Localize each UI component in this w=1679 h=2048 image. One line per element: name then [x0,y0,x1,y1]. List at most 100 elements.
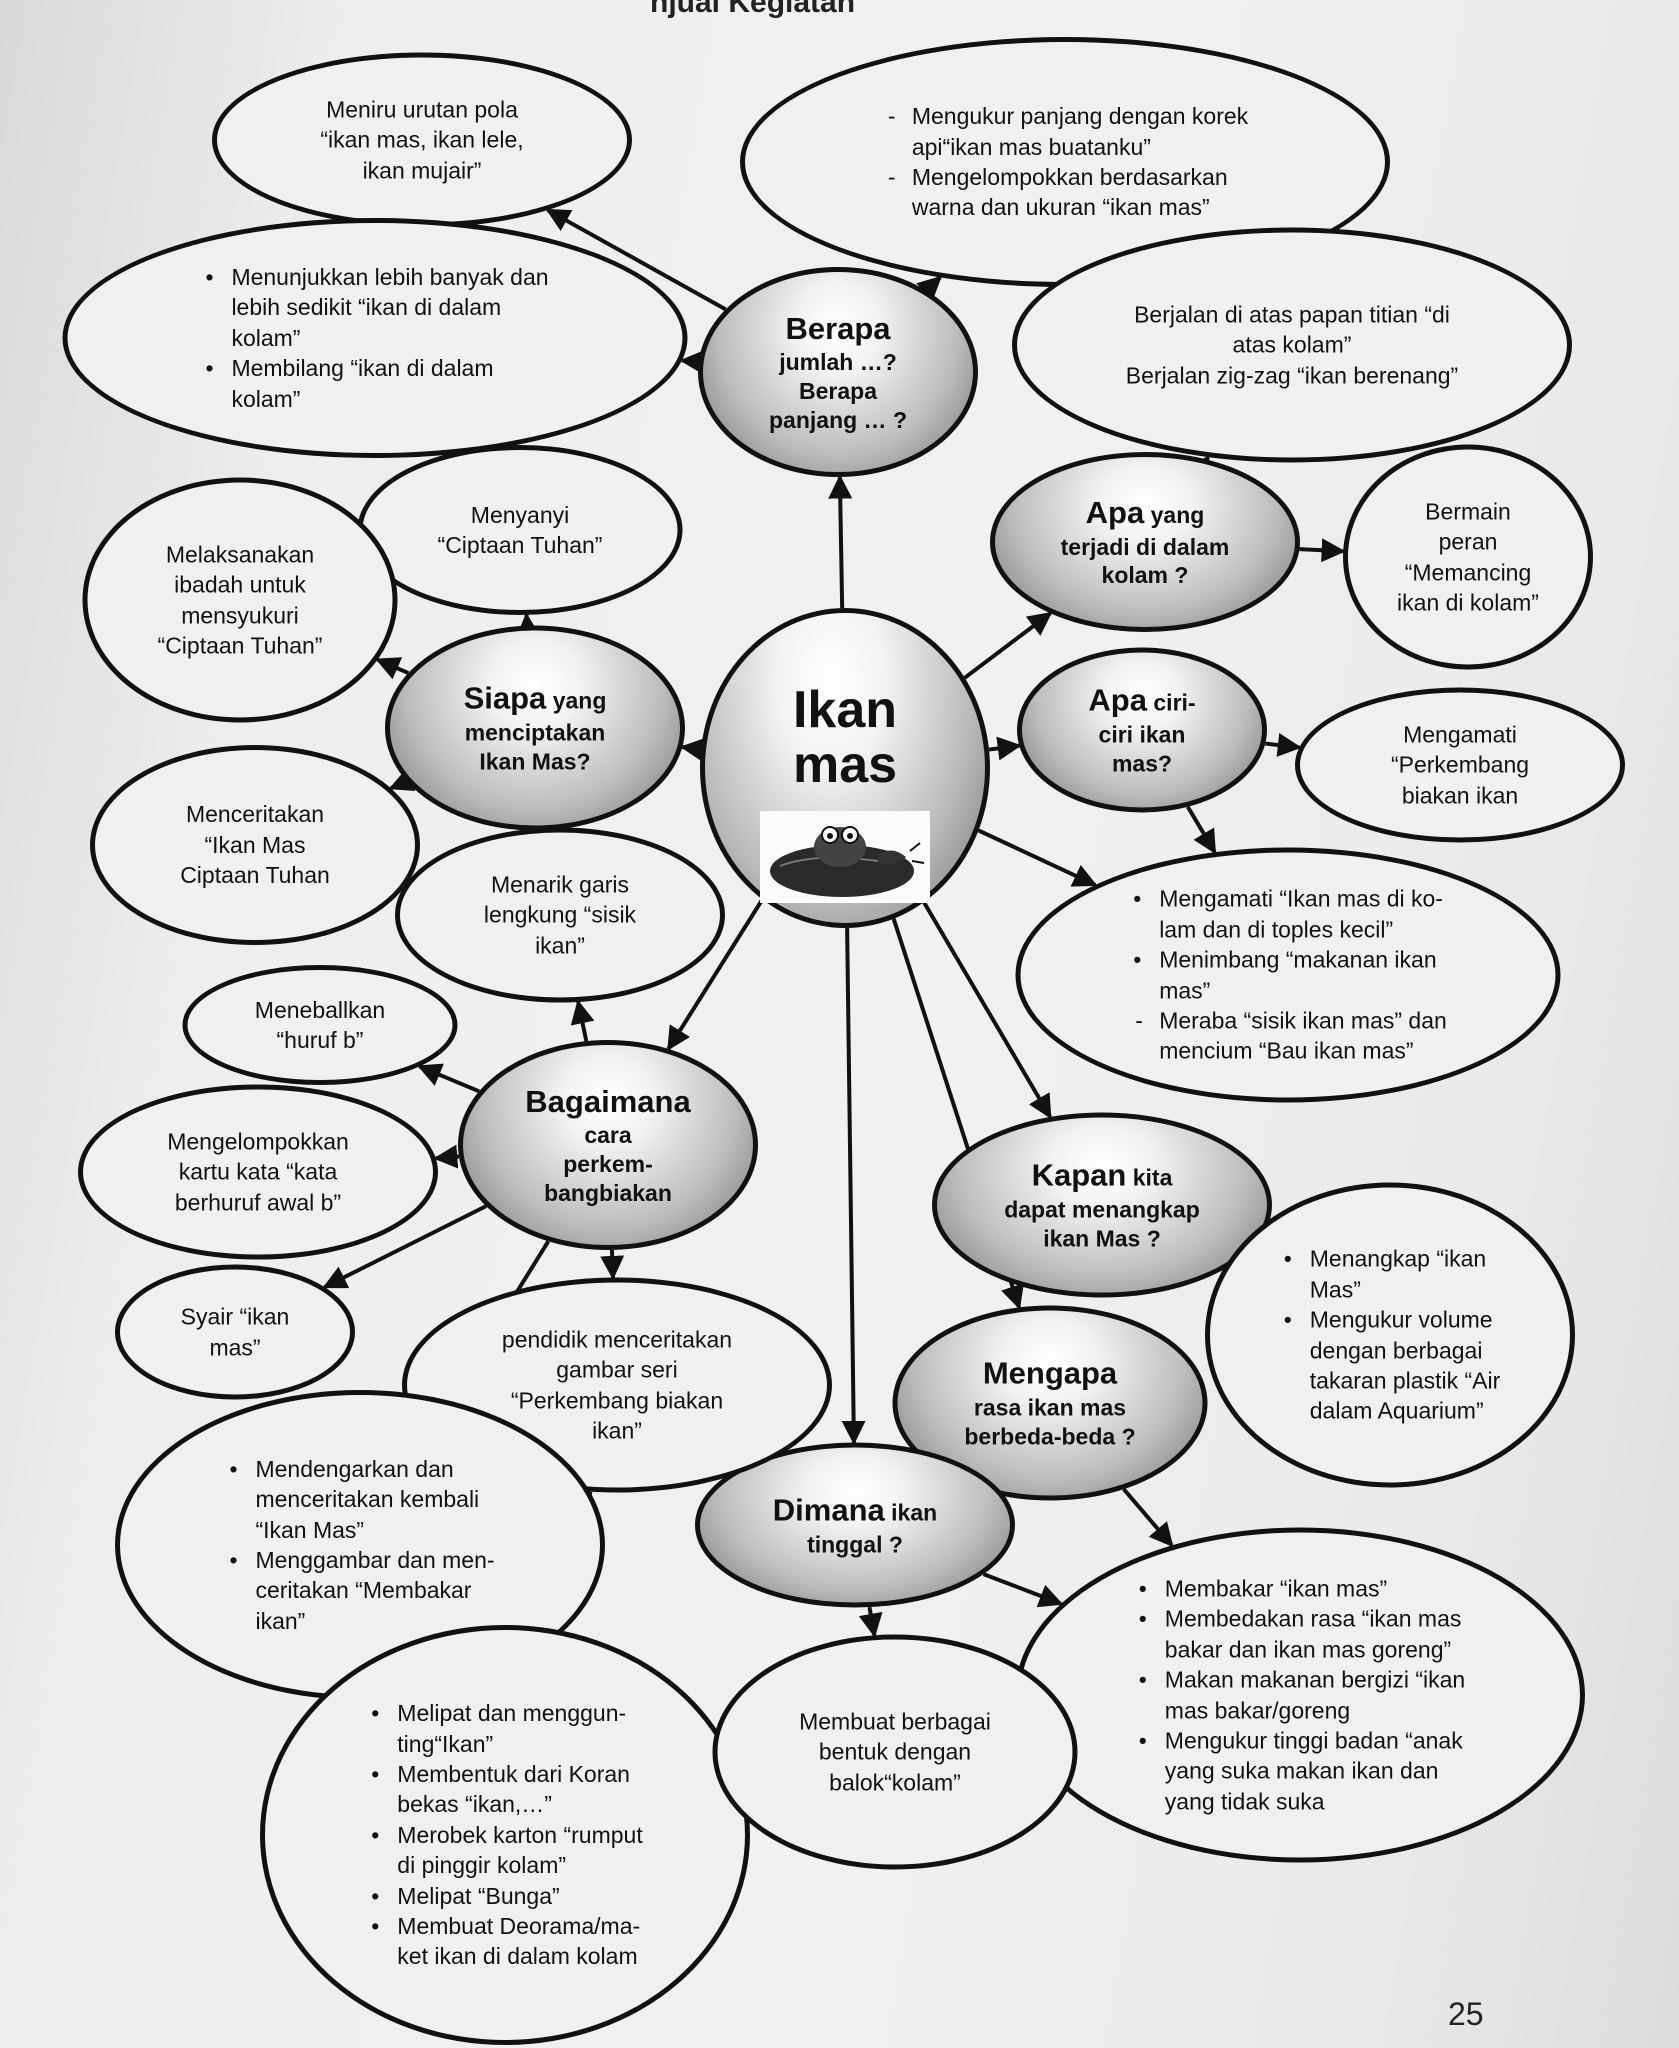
node-text-line: kolam ? [1101,562,1189,589]
node-text-line: ciri ikan [1098,721,1186,748]
node-text-line: dengan berbagai [1309,1337,1483,1363]
node-text-line: kolam” [231,385,301,412]
arrow-berapa-to-meniru [545,208,727,312]
node-text-line: atas kolam” [1232,331,1352,358]
node-text-line: ibadah untuk [174,571,306,598]
arrow-mengapa-to-membakar [1122,1487,1174,1548]
arrow-berapa-to-menunjukkan [679,350,705,375]
question-heading: Mengapa [964,1355,1135,1394]
activity-text: Meniru urutan pola“ikan mas, ikan lele,i… [320,94,523,185]
node-text-line: berhuruf awal b” [174,1189,342,1216]
node-text-line: Melipat “Bunga” [367,1881,642,1912]
node-text-line: ikan mujair” [362,157,482,184]
node-text-line: Membilang “ikan di dalam [201,353,548,384]
node-text-line: yang tidak suka [1164,1788,1325,1815]
node-text-line: Ciptaan Tuhan [180,862,330,889]
node-text-line: Berjalan di atas papan titian “di [1134,301,1450,328]
node-text-line: cara [584,1122,632,1149]
node-text-line: bentuk dengan [818,1738,972,1765]
node-text-line: Membedakan rasa “ikan mas [1135,1604,1465,1635]
node-text-line: takaran plastik “Air [1309,1367,1501,1394]
node-text-line: Membentuk dari Koran [367,1759,642,1790]
node-text-line: rasa ikan mas [973,1394,1127,1421]
node-text-line: pendidik menceritakan [501,1326,733,1353]
node-text-line: mas bakar/goreng [1164,1697,1351,1723]
node-text-line: ikan Mas ? [1043,1225,1161,1252]
arrow-siapa-to-menceritakan-ciptaan [388,768,416,791]
question-heading: Berapa [769,310,907,349]
arrow-bagaimana-to-menarik-garis [570,999,595,1042]
node-text-line: ikan di kolam” [1397,589,1539,616]
activity-text: Menyanyi“Ciptaan Tuhan” [438,500,603,561]
fish-on-lily-pad-icon [760,811,930,904]
node-text-line: Ikan Mas? [479,748,591,775]
node-text-line: Menunjukkan lebih banyak dan [201,262,548,293]
node-text-line: Syair “ikan [180,1303,290,1330]
node-text-line: warna dan ukuran “ikan mas” [911,194,1210,221]
question-word: Mengapa [982,1355,1118,1391]
node-text-line: “Ciptaan Tuhan” [157,632,323,659]
node-text-line: Bermain [1425,498,1511,525]
node-melipat: Melipat dan menggun-ting“Ikan”Membentuk … [260,1625,750,2045]
node-text-line: “Ciptaan Tuhan” [437,532,603,558]
node-text-line: kolam” [231,324,301,351]
node-text-line: biakan ikan [1401,782,1519,809]
node-membakar: Membakar “ikan mas”Membedakan rasa “ikan… [1015,1527,1585,1863]
question-heading: Apa yang [1061,494,1230,533]
node-text-line: Menggambar dan men- [225,1545,494,1576]
arrow-apa-ciri-to-mengamati-toples [1186,805,1217,855]
node-text-line: Menarik garis [490,871,630,898]
node-text-line: Makan makanan bergizi “ikan [1135,1665,1465,1696]
arrow-bagaimana-to-syair [322,1204,487,1289]
node-text-line: Mengamati “Ikan mas di ko- [1129,884,1447,915]
arrow-ikan-mas-to-siapa [680,737,706,762]
node-meniru: Meniru urutan pola“ikan mas, ikan lele,i… [212,52,632,228]
node-text-line: Membuat berbagai [799,1708,991,1735]
activity-text: Berjalan di atas papan titian “di atas ko… [1126,299,1458,390]
node-text-line: ket ikan di dalam kolam [397,1943,638,1970]
node-text-line: Mengukur tinggi badan “anak [1135,1725,1465,1756]
node-text-line: mas [792,736,898,794]
node-text-line: menciptakan [464,719,606,746]
node-text-line: “Ikan Mas [204,831,306,858]
node-text-line: panjang … ? [769,406,907,433]
arrow-siapa-to-melaksanakan [375,657,410,680]
node-text-line: ikan” [592,1417,642,1444]
node-text-line: Menangkap “ikan [1280,1244,1500,1275]
arrow-ikan-mas-to-mengamati-toples [977,828,1098,887]
question-heading: Siapa yang [464,680,607,719]
arrow-ikan-mas-to-apa-terjadi [963,611,1053,680]
question-heading: Dimana ikan [773,1491,937,1530]
node-text-line: Berjalan zig-zag “ikan berenang” [1125,362,1459,389]
question-word-suffix: kita [1126,1164,1173,1191]
arrow-apa-ciri-to-mengamati-perkembang [1265,733,1302,757]
node-text-line: “Ikan Mas” [255,1516,365,1543]
node-menebalkan: Meneballkan“huruf b” [182,965,458,1085]
arrow-bagaimana-to-pendidik [600,1249,625,1280]
question-word: Berapa [785,310,891,346]
arrow-berapa-to-mengukur-korek [916,275,942,301]
node-text-line: Menimbang “makanan ikan [1129,945,1447,976]
node-text-line: mas? [1111,750,1173,777]
node-text-line: Melaksanakan [165,541,315,568]
